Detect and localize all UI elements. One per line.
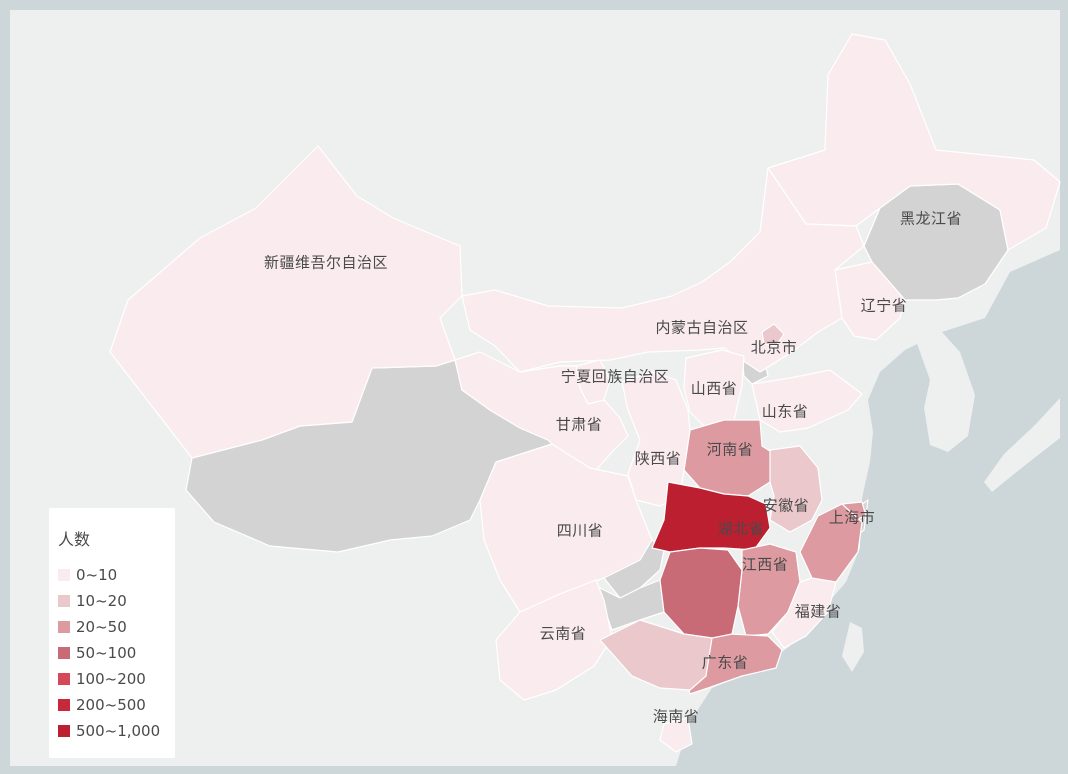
province-shape[interactable] bbox=[479, 443, 653, 613]
legend-item[interactable]: 500~1,000 bbox=[58, 721, 160, 741]
province-shape[interactable] bbox=[495, 579, 613, 701]
japan-islands bbox=[984, 398, 1060, 492]
legend-item[interactable]: 200~500 bbox=[58, 695, 146, 715]
province-shape[interactable] bbox=[761, 323, 785, 347]
province-shape[interactable] bbox=[659, 547, 743, 639]
legend-swatch bbox=[58, 699, 70, 711]
legend-label: 200~500 bbox=[76, 696, 146, 714]
legend-item[interactable]: 100~200 bbox=[58, 669, 146, 689]
province-shape[interactable] bbox=[767, 33, 1061, 251]
legend-item[interactable]: 0~10 bbox=[58, 565, 117, 585]
province-shape[interactable] bbox=[659, 717, 693, 753]
legend-swatch bbox=[58, 569, 70, 581]
province-shape[interactable] bbox=[461, 167, 865, 373]
province-shape[interactable] bbox=[834, 261, 906, 341]
legend-swatch bbox=[58, 647, 70, 659]
province-shape[interactable] bbox=[454, 351, 629, 471]
province-shape[interactable] bbox=[799, 503, 863, 583]
province-shape[interactable] bbox=[771, 577, 837, 649]
legend-label: 500~1,000 bbox=[76, 722, 161, 740]
legend-item[interactable]: 20~50 bbox=[58, 617, 127, 637]
map-legend: 人数 0~10 10~20 20~50 50~100 100~200 200~5… bbox=[49, 508, 175, 758]
legend-label: 20~50 bbox=[76, 618, 127, 636]
legend-label: 0~10 bbox=[76, 566, 118, 584]
korean-peninsula bbox=[915, 332, 975, 452]
legend-title: 人数 bbox=[58, 530, 91, 549]
legend-item[interactable]: 50~100 bbox=[58, 643, 136, 663]
legend-swatch bbox=[58, 595, 70, 607]
province-shape[interactable] bbox=[109, 145, 463, 459]
province-shapes bbox=[109, 33, 1061, 753]
province-shape[interactable] bbox=[599, 619, 713, 691]
legend-swatch bbox=[58, 673, 70, 685]
legend-label: 100~200 bbox=[76, 670, 146, 688]
province-shape[interactable] bbox=[769, 445, 823, 533]
taiwan-island bbox=[842, 622, 864, 672]
legend-label: 50~100 bbox=[76, 644, 137, 662]
legend-item[interactable]: 10~20 bbox=[58, 591, 127, 611]
legend-swatch bbox=[58, 725, 70, 737]
legend-swatch bbox=[58, 621, 70, 633]
legend-label: 10~20 bbox=[76, 592, 127, 610]
province-shape[interactable] bbox=[751, 369, 863, 433]
